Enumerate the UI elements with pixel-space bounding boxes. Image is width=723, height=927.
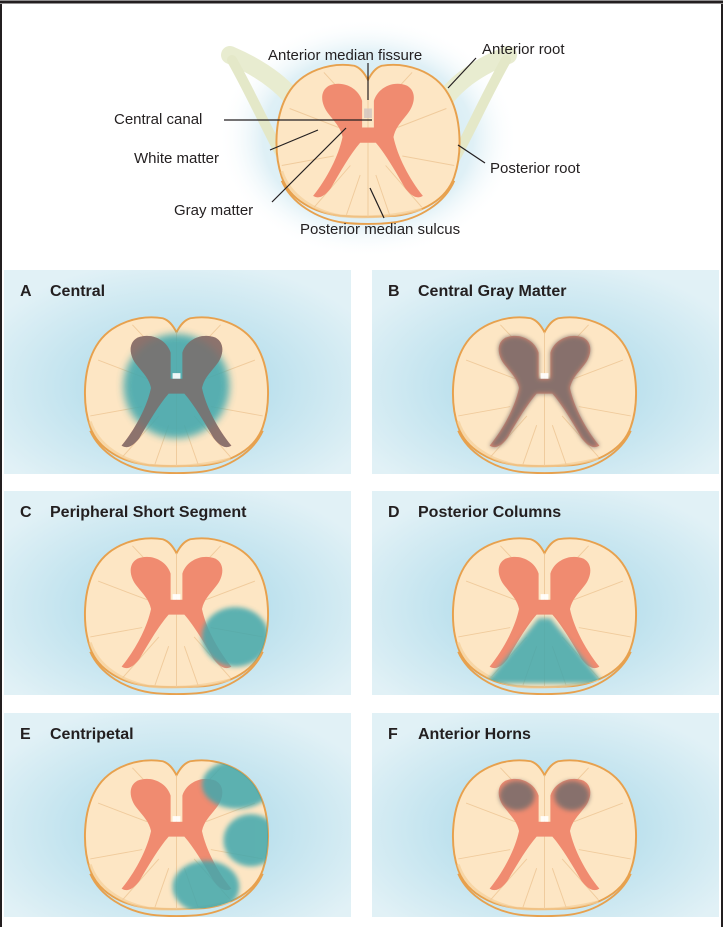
label-gray-matter: Gray matter	[174, 202, 253, 219]
cord-cross-section	[85, 538, 269, 694]
panel-title: Anterior Horns	[418, 726, 531, 743]
panel-title: Central	[50, 283, 105, 300]
cord-cross-section	[453, 538, 636, 694]
spinal-cord-anatomy-diagram: Anterior median fissure Anterior root Ce…	[114, 18, 581, 258]
cord-cross-section	[453, 760, 636, 916]
panel-letter: E	[20, 726, 31, 743]
panel-title: Centripetal	[50, 726, 134, 743]
label-white-matter: White matter	[134, 150, 219, 167]
lesion-anterior-horn-left	[499, 781, 534, 811]
cord-cross-section	[85, 760, 278, 916]
panel-letter: A	[20, 283, 32, 300]
panel-title: Central Gray Matter	[418, 283, 567, 300]
label-central-canal: Central canal	[114, 111, 202, 128]
panel-letter: C	[20, 504, 32, 521]
panel-f: F Anterior Horns	[372, 713, 719, 917]
panel-title: Posterior Columns	[418, 504, 561, 521]
panel-b: B Central Gray Matter	[372, 270, 719, 474]
label-posterior-root: Posterior root	[490, 160, 581, 177]
panel-title: Peripheral Short Segment	[50, 504, 247, 521]
label-posterior-median-sulcus: Posterior median sulcus	[300, 221, 460, 238]
panel-letter: F	[388, 726, 398, 743]
panel-e: E Centripetal	[4, 713, 351, 917]
panel-letter: B	[388, 283, 400, 300]
panel-a: A Central	[4, 270, 351, 474]
lesion-anterior-horn-right	[554, 781, 589, 811]
label-anterior-median-fissure: Anterior median fissure	[268, 47, 422, 64]
label-anterior-root: Anterior root	[482, 41, 565, 58]
cord-cross-section	[85, 317, 268, 473]
panel-d: D Posterior Columns	[372, 491, 719, 695]
panel-letter: D	[388, 504, 400, 521]
panel-c: C Peripheral Short Segment	[4, 491, 351, 695]
cord-cross-section	[453, 317, 636, 473]
